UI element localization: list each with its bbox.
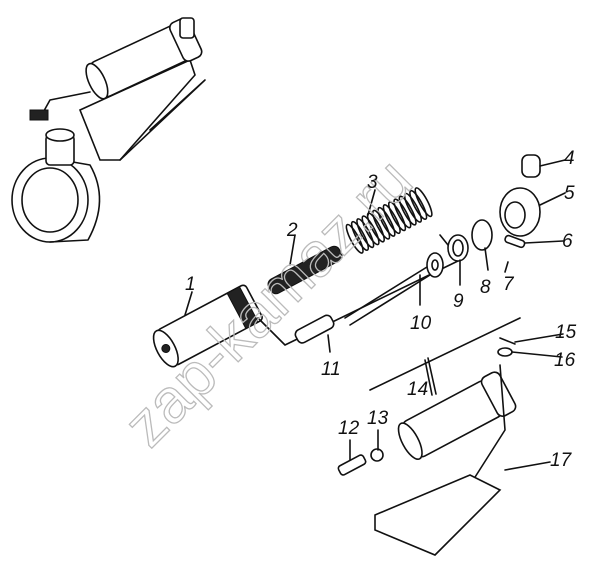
- part-14-cylinder: [397, 371, 517, 460]
- spring-coil: [377, 206, 396, 237]
- spring-coil: [409, 189, 428, 221]
- label-12: 12: [338, 418, 360, 439]
- part-5-cap: [499, 187, 541, 237]
- spring-coil: [414, 187, 433, 218]
- part-6-pin: [504, 234, 526, 249]
- label-15: 15: [555, 322, 577, 343]
- spring-coil: [356, 218, 375, 249]
- part-17-bracket: [374, 474, 502, 556]
- label-7: 7: [503, 274, 515, 295]
- label-1: 1: [185, 274, 196, 295]
- part-8-ring: [471, 219, 493, 251]
- label-16: 16: [554, 350, 576, 371]
- part-1-piston: [152, 284, 263, 368]
- part-16-washer: [497, 347, 513, 357]
- label-8: 8: [480, 277, 491, 298]
- label-3: 3: [367, 172, 378, 193]
- label-2: 2: [286, 220, 298, 241]
- label-14: 14: [407, 379, 428, 400]
- part-9-seal: [447, 234, 469, 262]
- spring-coil: [398, 195, 417, 226]
- spring-coil: [345, 223, 364, 254]
- part-15-pin: [499, 337, 516, 345]
- leader-lines: [184, 159, 566, 471]
- label-10: 10: [410, 313, 432, 334]
- part-4-plug: [521, 154, 541, 178]
- axis-line: [369, 317, 521, 391]
- label-6: 6: [562, 231, 573, 252]
- part-labels: 1 2 3 4 5 6 7 8 9 10 11 12 13 14 15 16 1…: [185, 148, 577, 471]
- part-9-seal-inner: [452, 239, 464, 257]
- part-7-cotter: [504, 261, 509, 273]
- spring-coil: [382, 204, 401, 235]
- label-4: 4: [564, 148, 575, 169]
- part-10-rod: [344, 252, 444, 326]
- label-17: 17: [550, 450, 573, 471]
- assembled-valve-drawing: [11, 17, 206, 243]
- part-14-cotter: [424, 357, 437, 396]
- label-5: 5: [564, 183, 575, 204]
- label-9: 9: [453, 291, 464, 312]
- spring-coil: [372, 209, 391, 240]
- part-13-nut: [370, 448, 384, 462]
- label-13: 13: [367, 408, 389, 429]
- spring-coil: [361, 215, 380, 246]
- part-3-outer-spring: [345, 187, 433, 254]
- spring-coil: [393, 198, 412, 229]
- spring-coil: [350, 220, 370, 252]
- part-12-bolt: [337, 454, 367, 476]
- part-11-bushing: [294, 314, 335, 344]
- part-2-inner-spring: [267, 245, 343, 295]
- spring-coil: [403, 192, 423, 223]
- spring-coil: [387, 201, 407, 232]
- label-11: 11: [321, 359, 341, 380]
